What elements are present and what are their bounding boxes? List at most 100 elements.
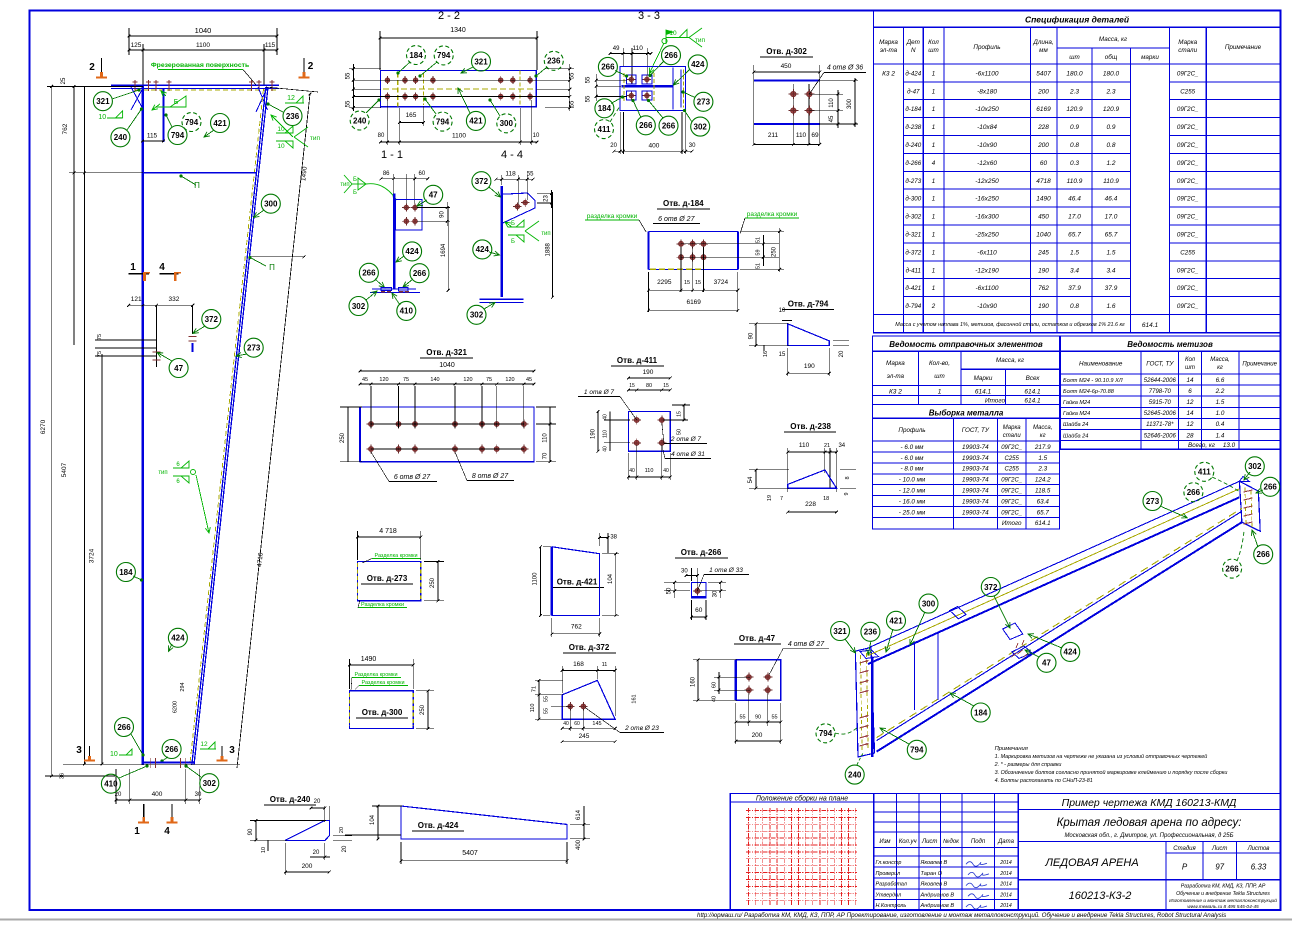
svg-text:19903-74: 19903-74 bbox=[962, 477, 989, 484]
svg-text:180.0: 180.0 bbox=[1066, 70, 1083, 77]
svg-text:90: 90 bbox=[439, 211, 445, 218]
svg-text:1: 1 bbox=[932, 106, 935, 113]
svg-text:2014: 2014 bbox=[999, 903, 1012, 909]
svg-text:245: 245 bbox=[1037, 249, 1049, 256]
svg-text:2014: 2014 bbox=[999, 871, 1012, 877]
svg-text:разделка кромки: разделка кромки bbox=[587, 213, 638, 220]
svg-text:6: 6 bbox=[176, 462, 180, 468]
svg-text:д-47: д-47 bbox=[907, 88, 920, 95]
svg-text:09Г2С_: 09Г2С_ bbox=[1177, 196, 1199, 203]
svg-text:Отв. д-238: Отв. д-238 bbox=[790, 422, 831, 431]
svg-text:794: 794 bbox=[171, 131, 185, 140]
svg-text:-6х1100: -6х1100 bbox=[975, 70, 998, 77]
svg-text:Ведомость отправочных элементо: Ведомость отправочных элементов bbox=[889, 340, 1043, 349]
svg-text:6: 6 bbox=[1188, 388, 1192, 395]
svg-text:09Г2С_: 09Г2С_ bbox=[1177, 285, 1199, 292]
svg-text:75: 75 bbox=[97, 351, 103, 357]
svg-text:Масса, кг: Масса, кг bbox=[1099, 36, 1127, 43]
svg-text:20: 20 bbox=[314, 799, 321, 805]
svg-text:250: 250 bbox=[340, 432, 346, 443]
svg-text:ЛЕДОВАЯ АРЕНА: ЛЕДОВАЯ АРЕНА bbox=[1044, 857, 1138, 869]
svg-text:266: 266 bbox=[601, 63, 615, 72]
svg-text:шт: шт bbox=[928, 47, 938, 54]
svg-text:75: 75 bbox=[486, 377, 492, 383]
svg-text:1: 1 bbox=[130, 262, 136, 273]
svg-text:Шайба 24: Шайба 24 bbox=[1063, 421, 1088, 428]
svg-text:1694: 1694 bbox=[441, 243, 447, 257]
svg-text:стали: стали bbox=[1178, 47, 1197, 54]
svg-text:Лист: Лист bbox=[921, 839, 937, 845]
svg-text:10: 10 bbox=[98, 114, 106, 121]
svg-text:Б: Б bbox=[511, 221, 515, 227]
svg-text:-10х90: -10х90 bbox=[977, 303, 997, 310]
svg-text:4710: 4710 bbox=[256, 552, 265, 567]
svg-text:1340: 1340 bbox=[450, 27, 466, 34]
svg-text:50: 50 bbox=[677, 429, 683, 435]
svg-text:250: 250 bbox=[420, 704, 426, 715]
svg-text:тип: тип bbox=[158, 470, 167, 476]
svg-text:тип: тип bbox=[340, 182, 349, 188]
svg-text:6169: 6169 bbox=[1036, 106, 1051, 113]
svg-text:Б: Б bbox=[353, 177, 357, 183]
svg-text:110: 110 bbox=[530, 704, 536, 713]
svg-text:С255: С255 bbox=[1005, 456, 1020, 462]
svg-text:Отв. д-47: Отв. д-47 bbox=[739, 634, 776, 643]
svg-text:120: 120 bbox=[463, 377, 472, 383]
svg-text:97: 97 bbox=[1215, 863, 1224, 872]
svg-text:2.2: 2.2 bbox=[1215, 388, 1225, 395]
svg-text:д-238: д-238 bbox=[905, 124, 921, 131]
svg-text:Отв. д-240: Отв. д-240 bbox=[270, 795, 311, 804]
svg-text:2014: 2014 bbox=[999, 860, 1012, 866]
svg-text:Итого: Итого bbox=[985, 398, 1006, 405]
svg-text:228: 228 bbox=[1037, 124, 1049, 131]
svg-text:Наименование: Наименование bbox=[1079, 361, 1123, 368]
svg-text:794: 794 bbox=[185, 118, 199, 127]
svg-text:13.0: 13.0 bbox=[1223, 442, 1236, 449]
svg-text:40: 40 bbox=[629, 468, 635, 474]
svg-text:118: 118 bbox=[505, 171, 516, 178]
svg-text:424: 424 bbox=[1064, 648, 1078, 657]
svg-text:19903-74: 19903-74 bbox=[962, 487, 989, 494]
svg-text:40: 40 bbox=[663, 468, 669, 474]
svg-text:421: 421 bbox=[213, 119, 227, 128]
svg-text:-12х250: -12х250 bbox=[975, 178, 999, 185]
svg-text:1: 1 bbox=[932, 267, 935, 274]
svg-text:52646-2006: 52646-2006 bbox=[1144, 433, 1177, 439]
svg-text:Отв. д-266: Отв. д-266 bbox=[681, 548, 722, 557]
svg-text:10: 10 bbox=[110, 751, 118, 758]
svg-text:1.2: 1.2 bbox=[1106, 160, 1115, 167]
svg-text:3. Обозначение болтов согласно: 3. Обозначение болтов согласно принятой … bbox=[995, 769, 1228, 776]
svg-text:10: 10 bbox=[669, 30, 677, 37]
svg-text:86: 86 bbox=[383, 171, 390, 177]
svg-text:52644-2006: 52644-2006 bbox=[1144, 378, 1177, 384]
svg-text:4: 4 bbox=[164, 826, 170, 837]
svg-text:762: 762 bbox=[571, 624, 582, 631]
svg-text:-25х250: -25х250 bbox=[975, 231, 999, 238]
svg-text:1490: 1490 bbox=[300, 166, 309, 181]
svg-text:240: 240 bbox=[848, 770, 862, 779]
svg-text:266: 266 bbox=[639, 121, 653, 130]
svg-text:Всех: Всех bbox=[1026, 375, 1041, 382]
svg-text:184: 184 bbox=[119, 568, 133, 577]
svg-text:20: 20 bbox=[839, 350, 845, 357]
svg-text:236: 236 bbox=[286, 112, 300, 121]
svg-text:321: 321 bbox=[474, 57, 488, 66]
svg-text:30: 30 bbox=[689, 143, 696, 149]
svg-text:60: 60 bbox=[1040, 160, 1048, 167]
svg-text:51: 51 bbox=[756, 237, 762, 243]
svg-text:236: 236 bbox=[864, 628, 878, 637]
svg-text:1: 1 bbox=[932, 196, 935, 203]
svg-text:-6х110: -6х110 bbox=[977, 249, 997, 256]
svg-text:47: 47 bbox=[174, 364, 183, 373]
svg-text:46.4: 46.4 bbox=[1068, 196, 1081, 203]
svg-text:Б: Б bbox=[353, 190, 357, 196]
svg-text:2 отв Ø 7: 2 отв Ø 7 bbox=[670, 436, 702, 443]
svg-text:N: N bbox=[911, 47, 916, 54]
svg-text:д-240: д-240 bbox=[905, 142, 921, 149]
svg-text:4718: 4718 bbox=[1036, 178, 1051, 185]
svg-text:55: 55 bbox=[570, 100, 576, 107]
svg-text:266: 266 bbox=[1187, 488, 1201, 497]
svg-text:Кол.уч: Кол.уч bbox=[899, 839, 917, 845]
svg-text:2 отв Ø 23: 2 отв Ø 23 bbox=[624, 725, 659, 732]
svg-text:200: 200 bbox=[1037, 88, 1049, 95]
